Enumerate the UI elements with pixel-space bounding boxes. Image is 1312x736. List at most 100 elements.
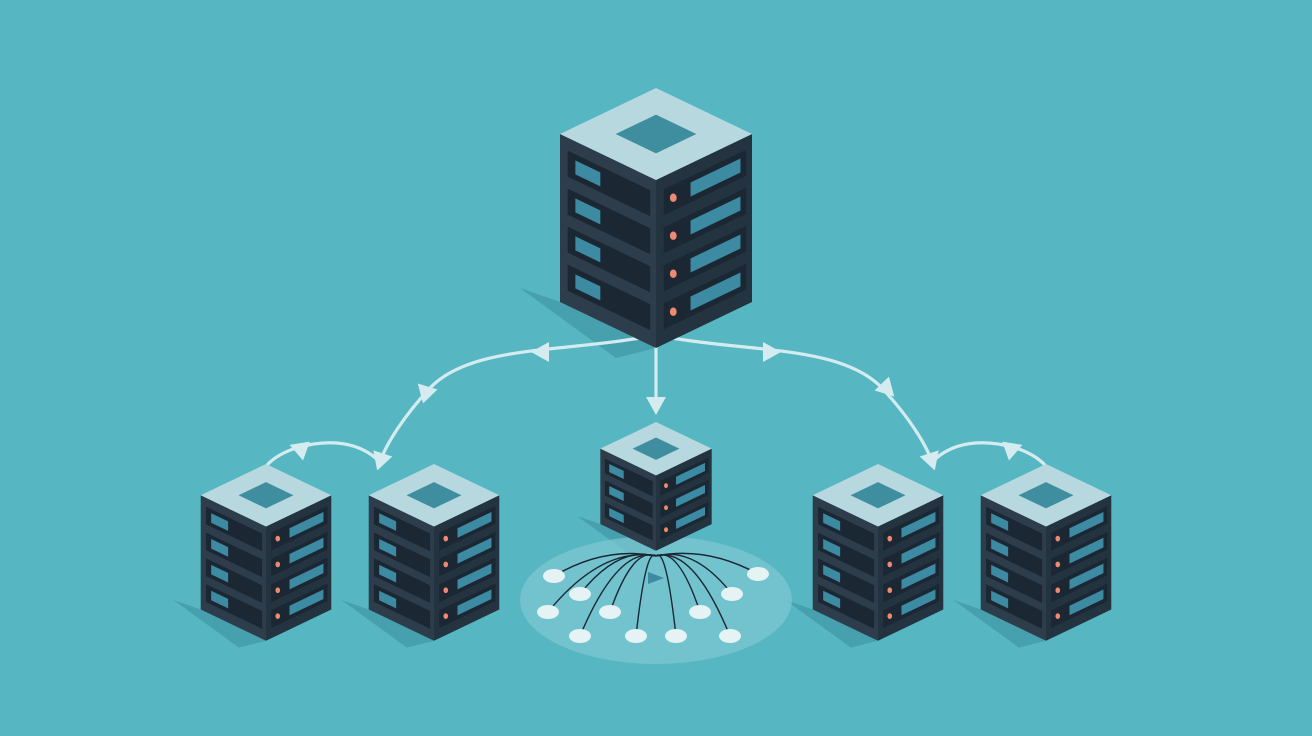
bay-screen [289, 537, 324, 564]
bay-screen [379, 539, 397, 557]
servers [200, 88, 1112, 641]
status-led-icon [1055, 587, 1061, 594]
bay-screen [575, 198, 601, 225]
bay-screen [991, 539, 1009, 557]
server-b-server-rack-icon [368, 464, 500, 641]
server-a-server-rack-icon [200, 464, 332, 641]
client-link [609, 554, 657, 613]
bay-screen [379, 590, 397, 609]
client-link [655, 552, 759, 575]
server-top-vent [406, 482, 462, 509]
bay-screen [457, 589, 492, 616]
arrow-down-icon [919, 450, 939, 471]
bay-screen [289, 511, 324, 538]
client-node-icon [569, 629, 591, 643]
status-led-icon [664, 483, 668, 489]
bay-screen [690, 196, 741, 235]
bay-screen [690, 234, 741, 273]
bay-screen [457, 537, 492, 564]
arrow-down-right-icon [874, 376, 895, 397]
status-led-icon [664, 527, 668, 533]
server-b-shadow [341, 600, 434, 648]
bay-screen [991, 564, 1009, 583]
bay-screen [1069, 563, 1104, 590]
link-primary-right [670, 336, 934, 464]
client-node-icon [537, 605, 559, 619]
arrow-down-icon [373, 450, 393, 471]
status-led-icon [1055, 561, 1061, 568]
bay-screen [901, 563, 936, 590]
bay-screen [457, 511, 492, 538]
status-led-icon [664, 505, 668, 511]
bay-screen [211, 539, 229, 557]
arrow-left-icon [289, 441, 310, 461]
client-node-icon [689, 605, 711, 619]
primary-server-server-rack-icon [560, 88, 752, 348]
client-link [635, 554, 657, 637]
status-led-icon [275, 561, 281, 568]
client-node-icon [721, 587, 743, 601]
status-led-icon [1055, 613, 1061, 619]
bay-screen [901, 537, 936, 564]
server-top-vent [238, 482, 294, 509]
bay-screen [676, 506, 705, 529]
bay-screen [823, 590, 841, 609]
bay-screen [991, 513, 1009, 531]
bay-screen [211, 564, 229, 583]
bay-screen [575, 236, 601, 263]
bay-screen [457, 563, 492, 590]
status-led-icon [275, 535, 281, 542]
bay-screen [379, 513, 397, 531]
bay-screen [379, 564, 397, 583]
status-led-icon [669, 231, 677, 240]
connection-links [266, 336, 1046, 471]
client-node-icon [665, 629, 687, 643]
bay-screen [676, 484, 705, 507]
client-node-icon [599, 605, 621, 619]
server-c-server-rack-icon [812, 464, 944, 641]
client-node-icon [569, 587, 591, 601]
server-top-vent [1018, 482, 1074, 509]
status-led-icon [443, 535, 449, 542]
status-led-icon [887, 561, 893, 568]
status-led-icon [443, 587, 449, 594]
status-led-icon [887, 587, 893, 594]
client-node-icon [747, 567, 769, 581]
bay-screen [690, 272, 741, 311]
server-d-server-rack-icon [980, 464, 1112, 641]
bay-screen [901, 589, 936, 616]
client-cluster [520, 536, 792, 664]
status-led-icon [887, 613, 893, 619]
server-d-shadow [953, 600, 1046, 648]
link-primary-left [378, 336, 642, 464]
status-led-icon [443, 561, 449, 568]
server-top-vent [850, 482, 906, 509]
bay-screen [575, 160, 601, 187]
server-c-shadow [785, 600, 878, 648]
bay-screen [289, 589, 324, 616]
bay-screen [823, 513, 841, 531]
bay-screen [823, 539, 841, 557]
bay-screen [901, 511, 936, 538]
bay-screen [1069, 511, 1104, 538]
client-node-icon [625, 629, 647, 643]
status-led-icon [669, 307, 677, 316]
client-node-icon [543, 569, 565, 583]
hub-server-server-rack-icon [600, 422, 712, 551]
server-top-vent [615, 114, 697, 154]
status-led-icon [669, 193, 677, 202]
arrow-right-icon [1002, 441, 1023, 461]
status-led-icon [887, 535, 893, 542]
bay-screen [211, 590, 229, 609]
arrow-right-icon [763, 342, 781, 362]
bay-screen [609, 508, 624, 524]
status-led-icon [275, 587, 281, 594]
bay-screen [1069, 537, 1104, 564]
server-top-vent [632, 437, 680, 460]
status-led-icon [275, 613, 281, 619]
arrow-down-icon [646, 397, 666, 415]
bay-screen [609, 486, 624, 502]
status-led-icon [443, 613, 449, 619]
arrow-up-left-icon [417, 383, 438, 404]
